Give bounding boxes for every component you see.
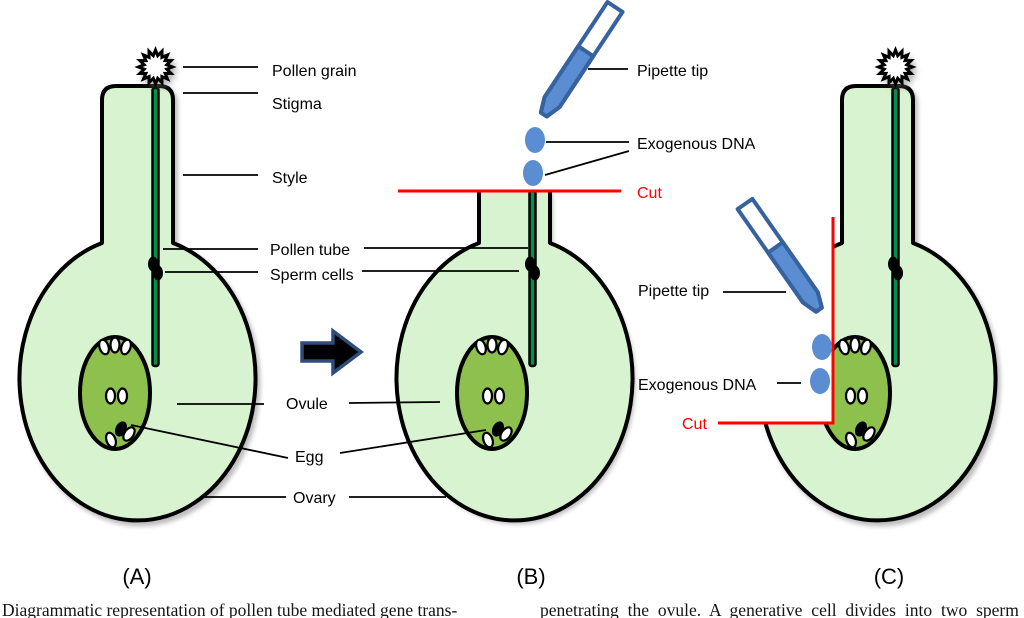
label-stigma: Stigma — [272, 96, 322, 113]
leader-egg-left — [130, 424, 289, 459]
dna-droplet-b1 — [525, 127, 545, 153]
caption: Diagrammatic representation of pollen tu… — [2, 600, 1019, 618]
leader-lines — [130, 66, 801, 498]
panel-letter-c: (C) — [874, 564, 905, 589]
dna-droplet-b2 — [523, 160, 543, 186]
leader-exo-dna-b2 — [544, 150, 630, 176]
label-ovary: Ovary — [293, 490, 336, 507]
panel-c-diagram — [695, 48, 998, 523]
label-pipette-tip-c: Pipette tip — [638, 283, 709, 300]
labels: Pollen grain Stigma Style Pollen tube Sp… — [122, 63, 904, 589]
panel-letter-a: (A) — [122, 564, 151, 589]
transition-arrow-icon — [300, 327, 364, 377]
dna-droplet-c2 — [810, 368, 830, 394]
pollen-grain-a — [137, 48, 174, 86]
label-exogenous-dna-c: Exogenous DNA — [638, 377, 757, 394]
panel-b-diagram — [394, 0, 635, 523]
leader-ovule-right — [348, 401, 441, 404]
cut-line-c — [718, 217, 835, 425]
pollen-grain-c — [877, 48, 914, 86]
pollen-tube-c — [891, 86, 900, 368]
label-exogenous-dna-b: Exogenous DNA — [637, 136, 756, 153]
caption-left-column: Diagrammatic representation of pollen tu… — [2, 600, 457, 618]
dna-droplet-c1 — [812, 334, 832, 360]
panel-letter-b: (B) — [516, 564, 545, 589]
label-cut-b: Cut — [637, 185, 662, 202]
pipette-tip-b — [534, 0, 625, 122]
label-pollen-grain: Pollen grain — [272, 63, 357, 80]
label-ovule: Ovule — [286, 396, 328, 413]
label-pollen-tube: Pollen tube — [270, 242, 350, 259]
panel-a-diagram — [17, 48, 258, 523]
label-pipette-tip-b: Pipette tip — [637, 63, 708, 80]
label-sperm-cells: Sperm cells — [270, 267, 354, 284]
leader-egg-right — [339, 429, 487, 454]
label-style: Style — [272, 170, 308, 187]
pollen-tube-a — [151, 86, 160, 368]
label-cut-c: Cut — [682, 416, 707, 433]
pistil-b-outline — [394, 190, 635, 523]
label-egg: Egg — [295, 449, 323, 466]
caption-right-column: penetrating the ovule. A generative cell… — [540, 600, 1019, 618]
pistil-a — [17, 84, 258, 523]
